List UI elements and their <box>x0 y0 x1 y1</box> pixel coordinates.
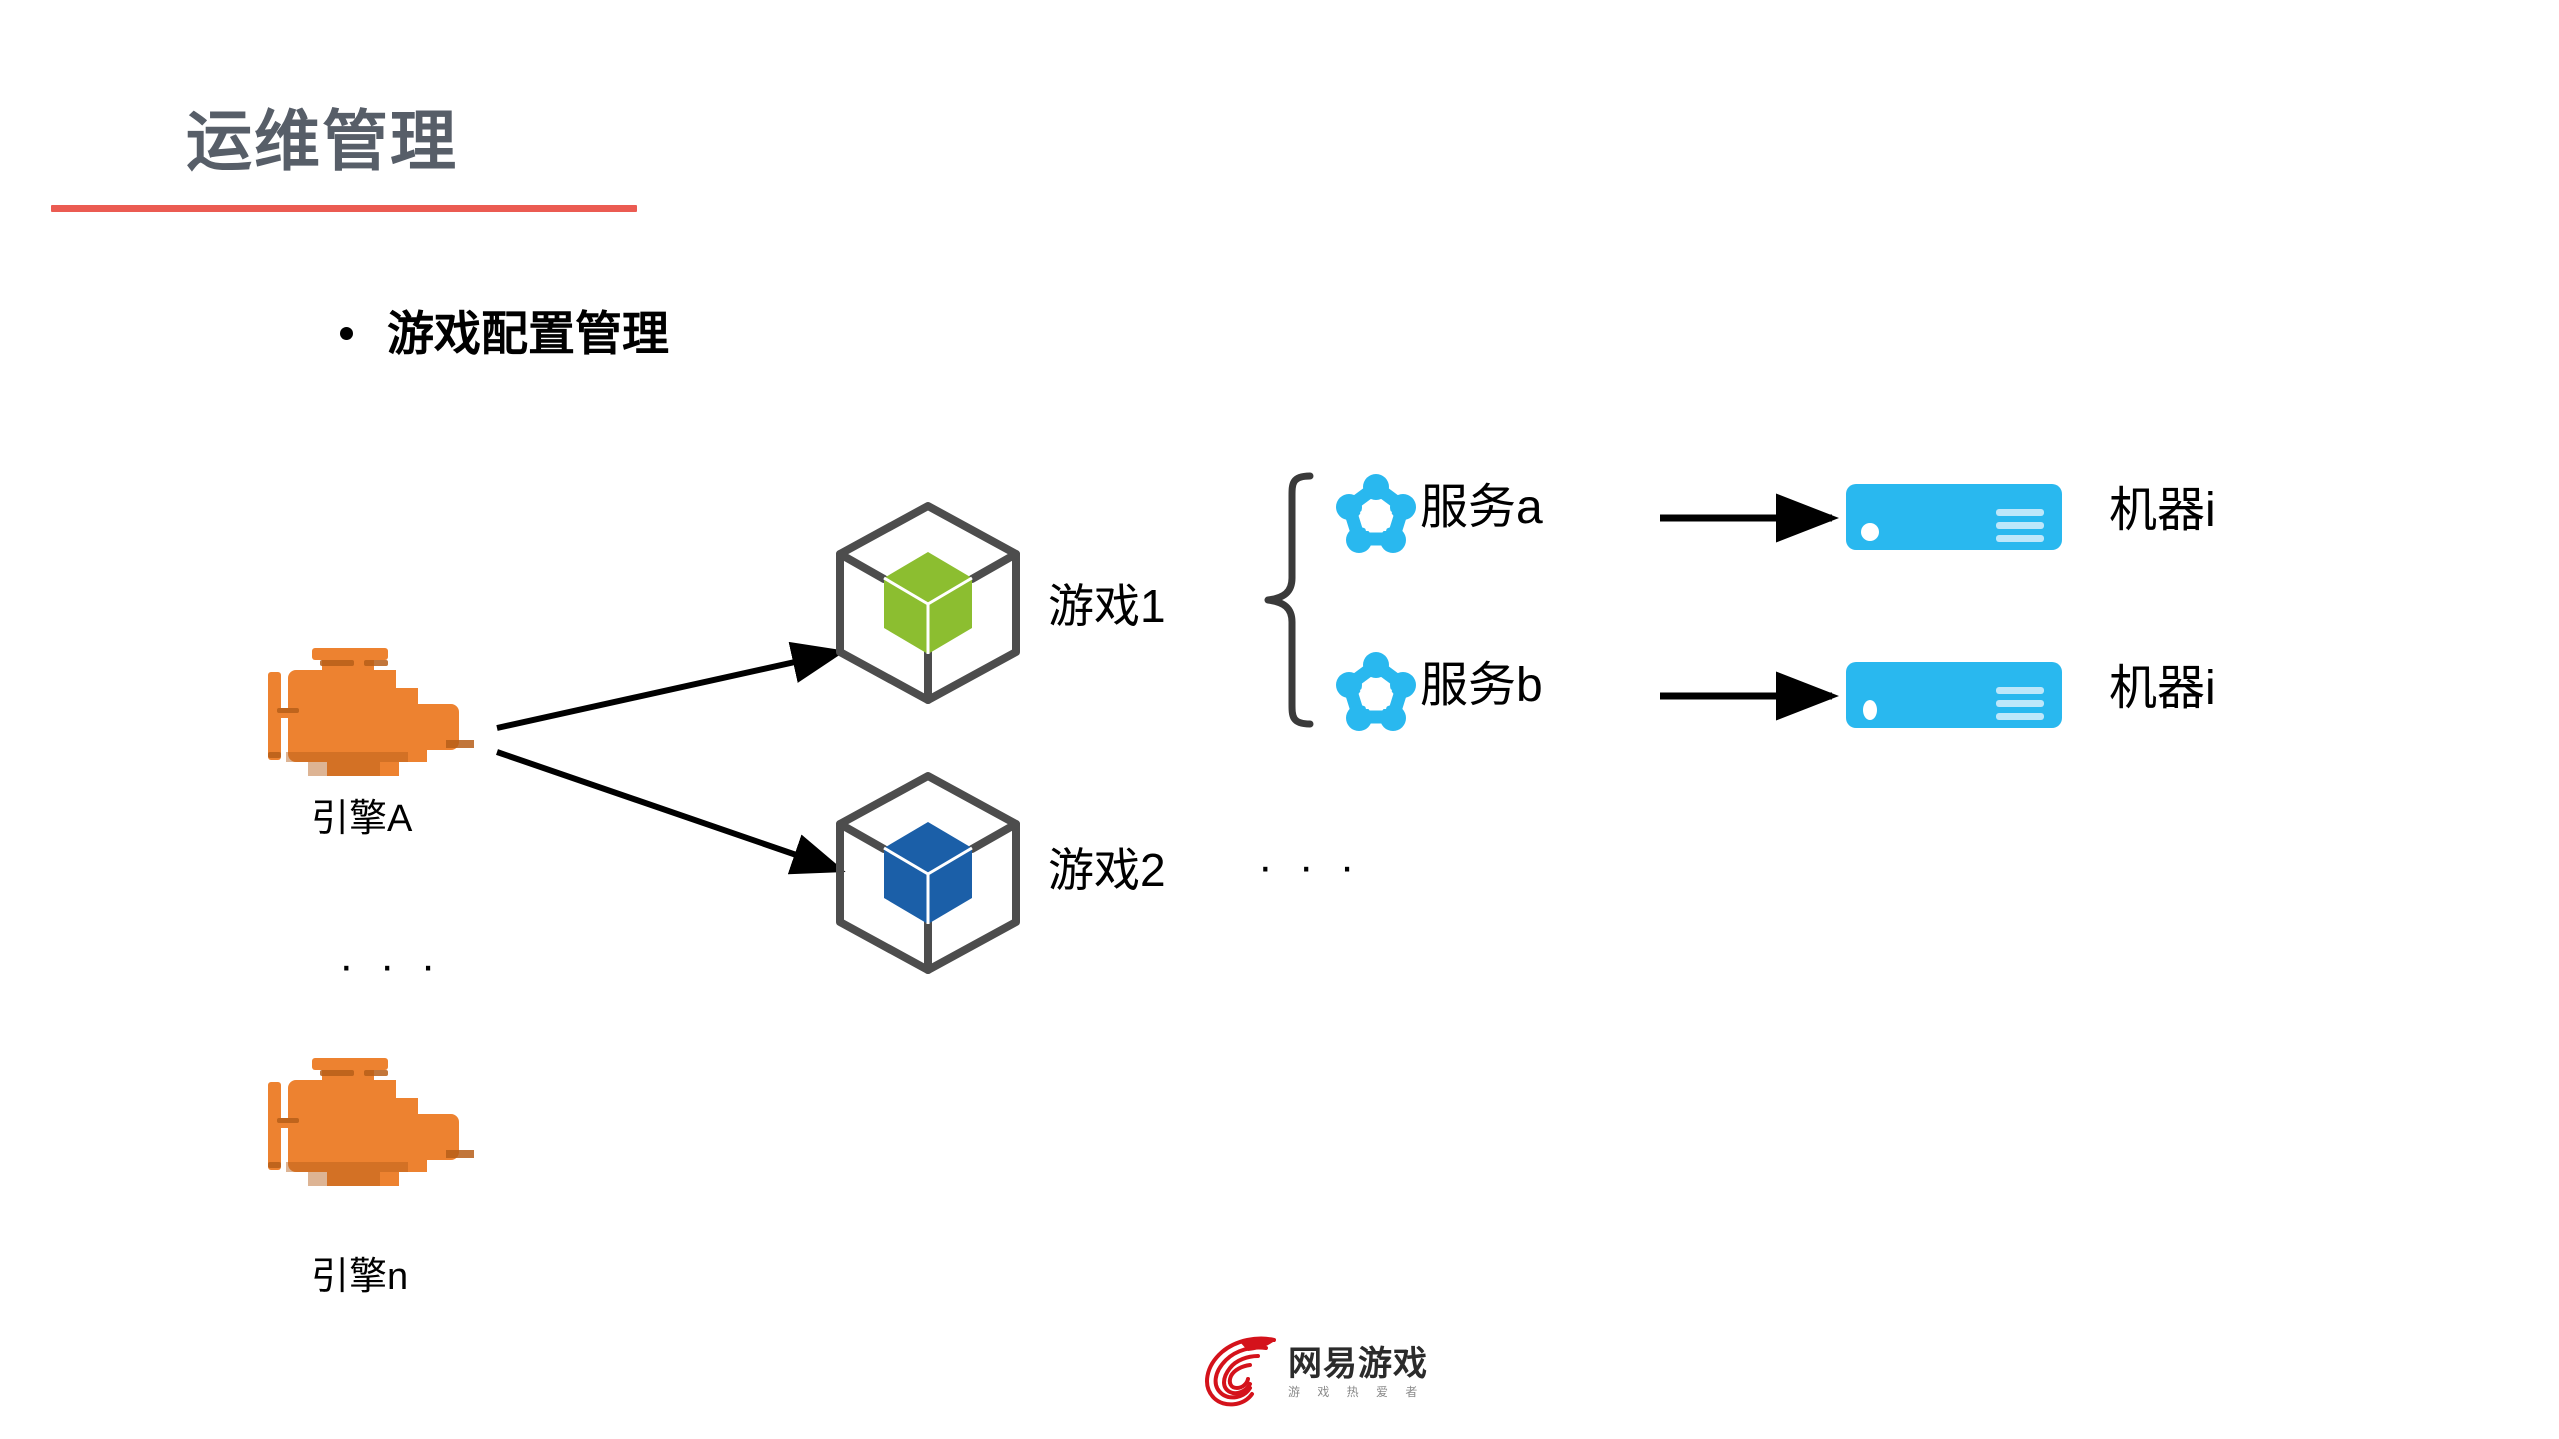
bullet-label: 游戏配置管理 <box>387 307 669 360</box>
service-cluster-icon <box>1336 652 1416 731</box>
cube-icon <box>836 772 1020 974</box>
service-b-icon <box>1333 652 1419 738</box>
brace-icon <box>1264 472 1314 728</box>
engine-icon <box>268 648 474 776</box>
game-1-label: 游戏1 <box>1048 580 1166 632</box>
machine-2-icon <box>1846 662 2062 728</box>
engine-icon-a <box>268 648 482 784</box>
machine-1-icon <box>1846 484 2062 550</box>
game-2-cube-icon <box>834 770 1022 976</box>
grouping-brace <box>1262 470 1314 730</box>
service-a-label: 服务a <box>1420 481 1543 534</box>
engine-ellipsis: · · · <box>339 941 443 990</box>
bullet-item: 游戏配置管理 <box>340 310 669 357</box>
game-1-cube-icon <box>834 500 1022 706</box>
netease-flame-icon <box>1196 1334 1280 1410</box>
netease-games-logo: 网易游戏 游 戏 热 爱 者 <box>1196 1330 1427 1414</box>
arrow-engine-to-game-1 <box>496 641 846 731</box>
engine-icon <box>268 1058 474 1186</box>
logo-main-text: 网易游戏 <box>1288 1344 1428 1383</box>
machine-2-label: 机器i <box>2109 662 2216 715</box>
service-b-label: 服务b <box>1420 659 1543 712</box>
machine-1-label: 机器i <box>2109 484 2216 537</box>
engine-icon-n <box>268 1058 482 1194</box>
game-2-label: 游戏2 <box>1048 844 1166 896</box>
server-icon <box>1846 484 2062 550</box>
service-a-icon <box>1333 474 1419 560</box>
page-title: 运维管理 <box>186 104 458 178</box>
bullet-dot-icon <box>340 327 353 340</box>
engine-n-label: 引擎n <box>311 1256 409 1298</box>
logo-wordmark: 网易游戏 游 戏 热 爱 者 <box>1288 1347 1428 1398</box>
cube-icon <box>836 502 1020 704</box>
title-underline-rule <box>51 205 637 212</box>
game-ellipsis: · · · <box>1258 842 1362 891</box>
server-icon <box>1846 662 2062 728</box>
service-cluster-icon <box>1336 474 1416 553</box>
arrow-engine-to-game-2 <box>496 749 846 875</box>
logo-tagline: 游 戏 热 爱 者 <box>1288 1384 1425 1399</box>
engine-a-label: 引擎A <box>311 798 413 840</box>
